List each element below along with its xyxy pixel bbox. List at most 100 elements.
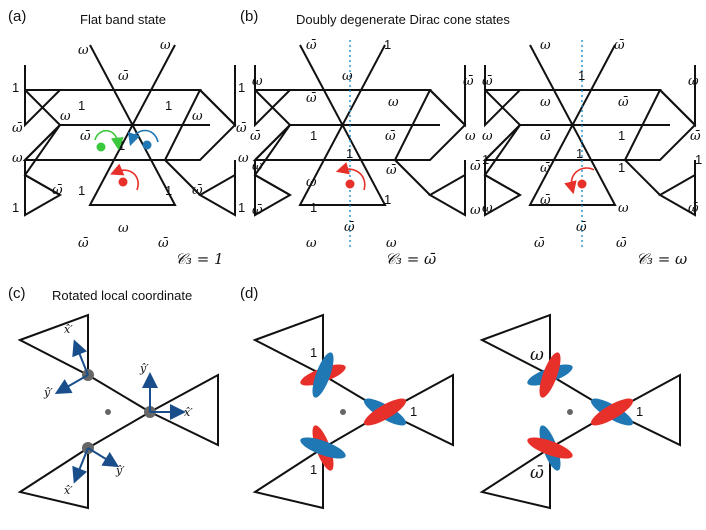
- orbital-phase-label: ω: [530, 345, 544, 365]
- phase-one: 1: [165, 98, 172, 113]
- phase-one: 1: [346, 146, 353, 161]
- orbital-phase-label: 1: [310, 462, 317, 477]
- phase-omega: ω: [306, 175, 317, 190]
- phase-omega: ω: [482, 129, 493, 144]
- panel-d: (d) 1 1 1: [240, 285, 681, 510]
- red-site-marker: [345, 179, 355, 189]
- phase-omega: ω: [118, 221, 129, 236]
- phase-one: 1: [238, 200, 245, 215]
- orbital-phase-label: 1: [310, 345, 317, 360]
- phase-one: 1: [118, 138, 125, 153]
- phase-omega-bar: ω̄: [540, 193, 551, 208]
- phase-omega-bar: ω̄: [252, 203, 263, 218]
- panel-b-label: (b): [240, 8, 258, 25]
- phase-omega: ω: [192, 109, 203, 124]
- phase-omega-bar: ω̄: [470, 159, 481, 174]
- panel-b-title: Doubly degenerate Dirac cone states: [296, 12, 510, 27]
- blue-rotation-arrow: [127, 129, 159, 147]
- phase-omega: ω: [12, 151, 23, 166]
- phase-omega-bar: ω̄: [80, 129, 91, 144]
- axis-label: ŷ′: [139, 362, 149, 375]
- phase-omega-bar: ω̄: [534, 236, 545, 251]
- phase-omega-bar: ω̄: [236, 121, 247, 136]
- green-rotation-arrow: [94, 129, 124, 151]
- phase-one: 1: [165, 183, 172, 198]
- phase-omega: ω: [618, 201, 629, 216]
- panel-c-title: Rotated local coordinate: [52, 288, 192, 303]
- phase-omega-bar: ω̄: [344, 220, 355, 235]
- phase-omega-bar: ω̄: [78, 236, 89, 251]
- phase-one: 1: [310, 200, 317, 215]
- phase-omega: ω: [342, 69, 353, 84]
- panel-a-label: (a): [8, 8, 26, 25]
- phase-omega-bar: ω̄: [386, 163, 397, 178]
- phase-omega-bar: ω̄: [540, 161, 551, 176]
- phase-omega: ω: [470, 203, 481, 218]
- phase-labels-b-right: ω ω̄ 1 ω̄ ω ω ω̄ ω ω̄ 1 ω̄ 1 1 ω̄ 1 1 ω̄…: [482, 38, 702, 251]
- panel-b-right: ω ω̄ 1 ω̄ ω ω ω̄ ω ω̄ 1 ω̄ 1 1 ω̄ 1 1 ω̄…: [482, 38, 702, 268]
- phase-labels-b-left: ω̄ 1 ω ω ω̄ ω̄ ω 1 ω̄ ω ω̄ 1 ω̄ ω̄ ω̄ ω …: [250, 37, 481, 251]
- phase-omega-bar: ω̄: [688, 201, 699, 216]
- orbital-cluster-left: [252, 313, 454, 510]
- orbital-phase-label: 1: [410, 404, 417, 419]
- center-site: [105, 409, 111, 415]
- panel-b: (b) Doubly degenerate Dirac cone states …: [240, 8, 510, 268]
- orbital-phase-label: 1: [636, 404, 643, 419]
- phase-one: 1: [695, 152, 702, 167]
- axis-label: x̂′: [64, 484, 73, 497]
- phase-omega: ω: [482, 201, 493, 216]
- phase-omega-bar: ω̄: [252, 159, 263, 174]
- phase-omega-bar: ω̄: [540, 129, 551, 144]
- phase-one: 1: [238, 80, 245, 95]
- c3-eigenvalue-a: 𝒞₃ = 1: [175, 250, 224, 268]
- blue-site-marker: [142, 140, 152, 150]
- panel-d-label: (d): [240, 285, 258, 302]
- triangle-cluster-c: [17, 313, 219, 510]
- kagome-lattice-b-right: [482, 44, 697, 217]
- phase-omega-bar: ω̄: [616, 236, 627, 251]
- phase-omega: ω: [306, 236, 317, 251]
- phase-one: 1: [310, 128, 317, 143]
- axis-label: x̂′: [64, 323, 73, 336]
- panel-c: (c) Rotated local coordinate x̂′ ŷ′ ŷ′ x…: [8, 285, 219, 510]
- phase-omega: ω: [540, 95, 551, 110]
- green-site-marker: [96, 142, 106, 152]
- phase-omega: ω: [78, 43, 89, 58]
- red-site-marker: [577, 179, 587, 189]
- c3-eigenvalue-b-right: 𝒞₃ = ω: [636, 250, 687, 268]
- phase-omega-bar: ω̄: [618, 95, 629, 110]
- phase-omega: ω: [688, 74, 699, 89]
- phase-omega-bar: ω̄: [52, 183, 63, 198]
- phase-omega-bar: ω̄: [118, 69, 129, 84]
- red-rotation-arrow: [564, 167, 595, 195]
- kagome-lattice-a: [22, 44, 237, 217]
- phase-one: 1: [482, 152, 489, 167]
- phase-omega: ω: [238, 151, 249, 166]
- phase-one: 1: [12, 80, 19, 95]
- phase-omega: ω: [388, 95, 399, 110]
- local-axes: [54, 339, 186, 484]
- red-site-marker: [118, 177, 128, 187]
- orbital-cluster-right: [479, 313, 681, 510]
- phase-omega-bar: ω̄: [192, 183, 203, 198]
- red-rotation-arrow: [110, 163, 139, 191]
- phase-omega-bar: ω̄: [12, 121, 23, 136]
- phase-omega: ω: [465, 129, 476, 144]
- phase-omega-bar: ω̄: [576, 220, 587, 235]
- phase-omega-bar: ω̄: [306, 91, 317, 106]
- phase-one: 1: [12, 200, 19, 215]
- phase-omega-bar: ω̄: [158, 236, 169, 251]
- phase-one: 1: [578, 68, 585, 83]
- phase-labels-a: ω ω ω̄ 1 1 1 1 ω ω ω̄ ω̄ ω̄ 1 ω ω ω̄ ω̄ …: [12, 38, 249, 251]
- phase-one: 1: [618, 128, 625, 143]
- phase-omega: ω: [540, 38, 551, 53]
- phase-omega-bar: ω̄: [463, 74, 474, 89]
- panel-a: (a) Flat band state ω ω ω̄ 1 1 1 1 ω ω ω…: [8, 8, 249, 268]
- red-rotation-arrow: [335, 162, 366, 191]
- c3-eigenvalue-b-left: 𝒞₃ = ω̄: [385, 250, 436, 268]
- axis-label: x̂′: [184, 406, 193, 419]
- phase-one: 1: [78, 183, 85, 198]
- phase-omega: ω: [60, 109, 71, 124]
- phase-omega-bar: ω̄: [385, 129, 396, 144]
